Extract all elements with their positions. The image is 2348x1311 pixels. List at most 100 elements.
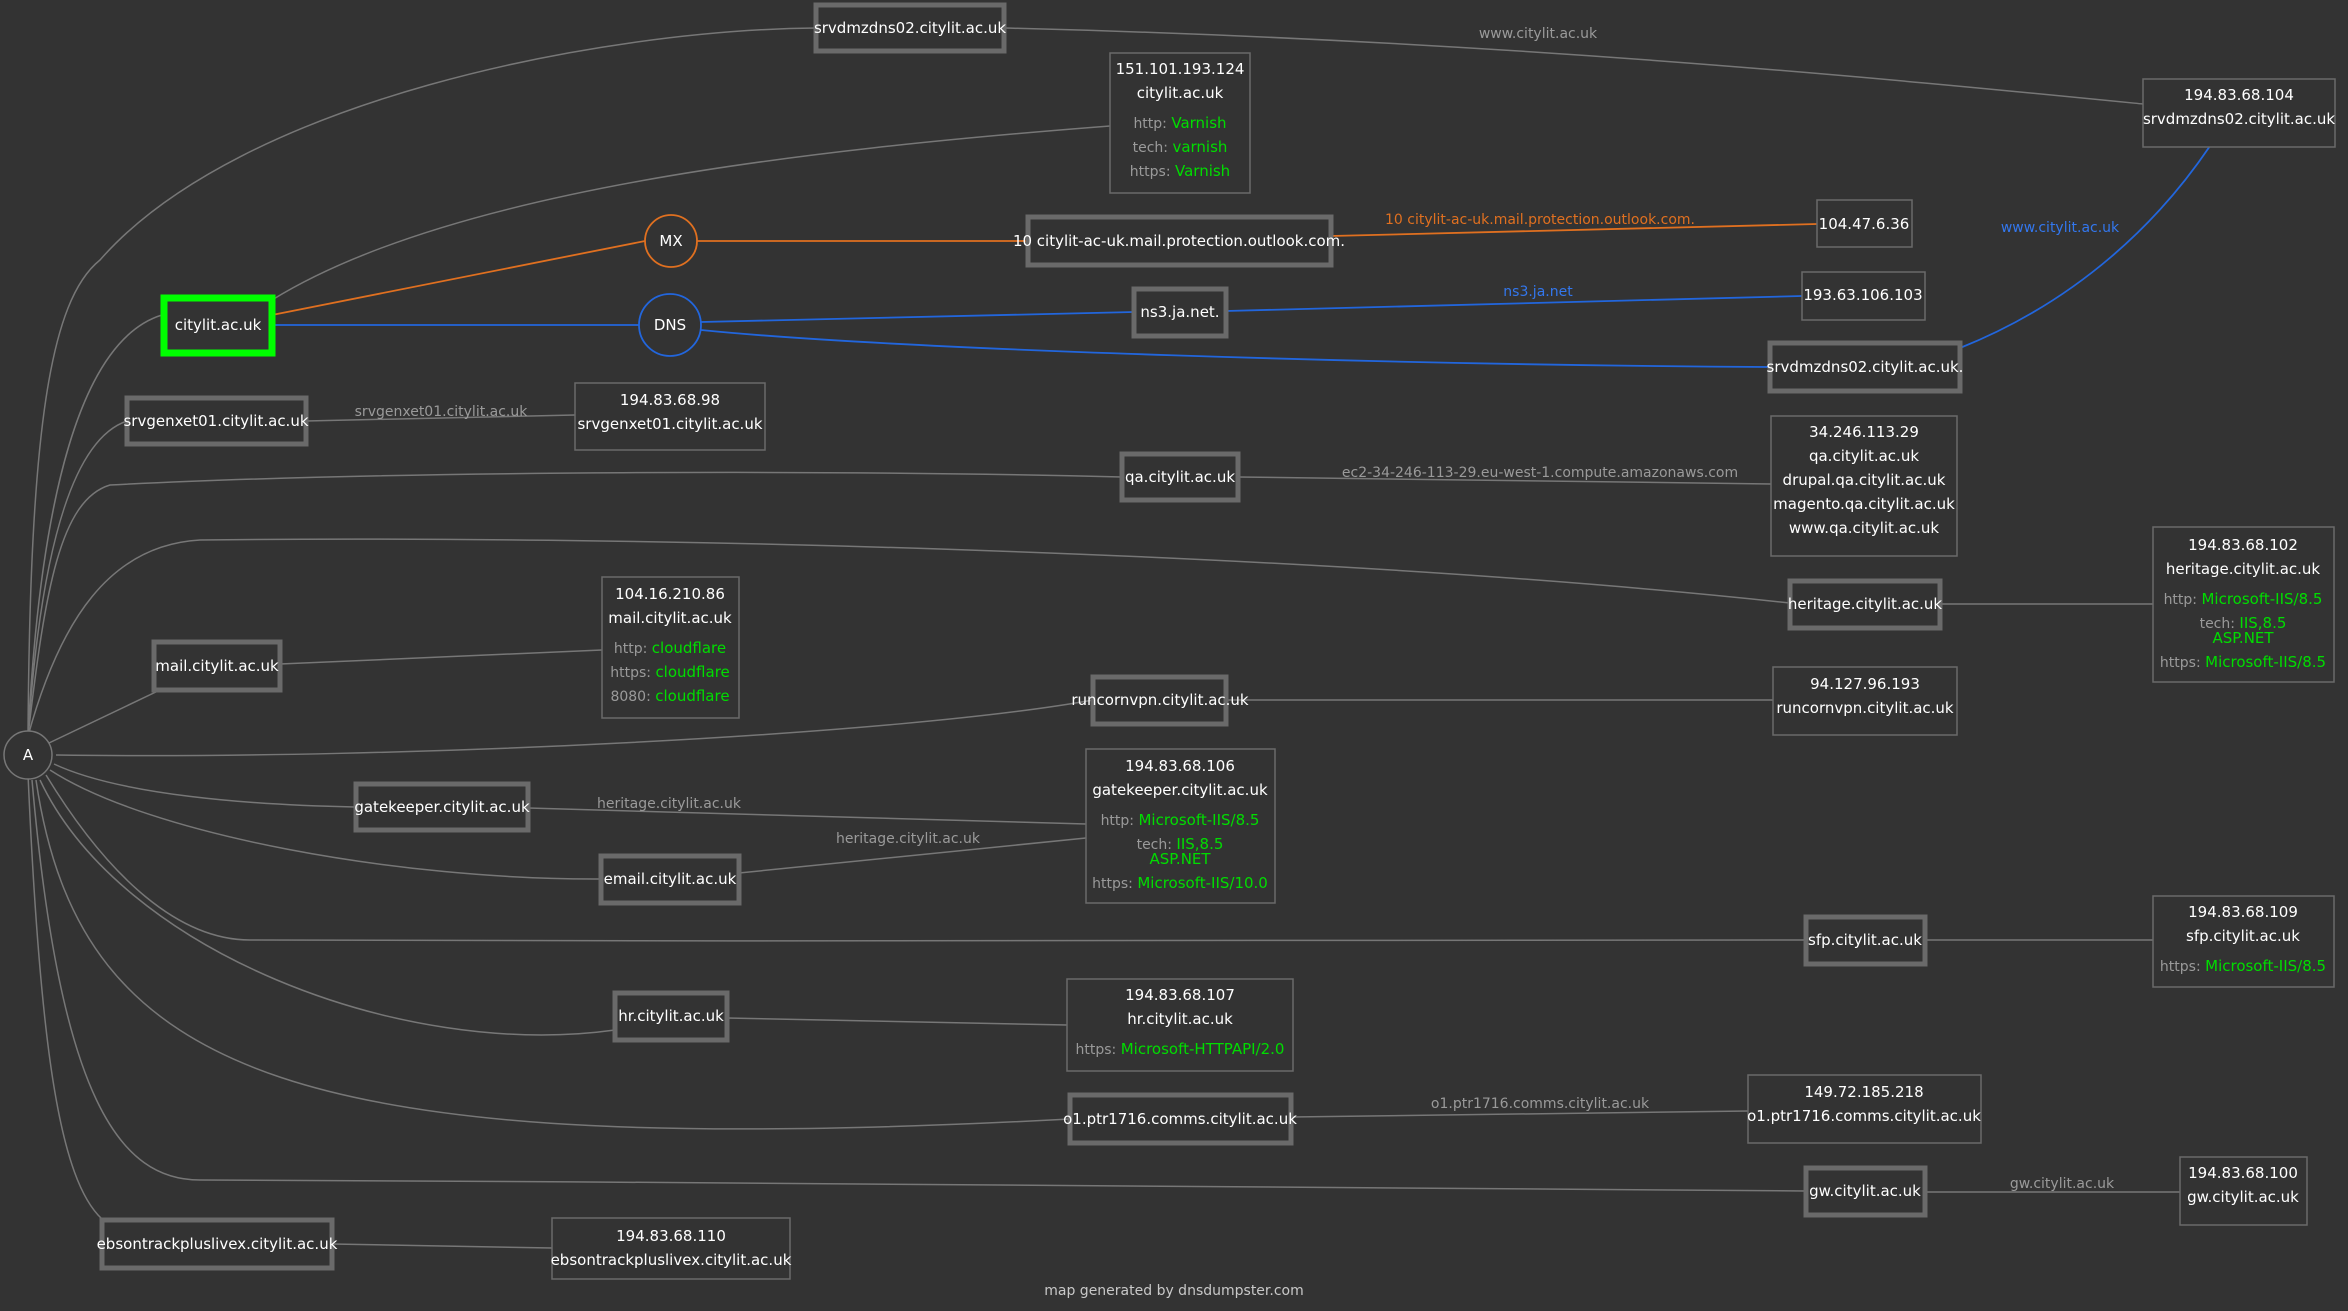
domain-label: citylit.ac.uk <box>175 316 262 334</box>
domain-box <box>160 294 276 357</box>
ip-106-line: 194.83.68.106 <box>1125 757 1235 775</box>
host-srvdmzdns02-box[interactable] <box>813 2 1007 54</box>
edge-label-qa: ec2-34-246-113-29.eu-west-1.compute.amaz… <box>1342 465 1738 481</box>
host-o1ptr-box[interactable] <box>1067 1092 1294 1146</box>
host-ns3-box[interactable] <box>1131 286 1229 339</box>
edge-root-domain <box>27 314 163 737</box>
ip94-box <box>1772 666 1958 736</box>
service-attr: 8080: cloudflare <box>610 687 729 705</box>
host-sfp-label: sfp.citylit.ac.uk <box>1808 931 1922 949</box>
ip-110-line: ebsontrackpluslivex.citylit.ac.uk <box>551 1251 792 1269</box>
service-attr: http: Microsoft-IIS/8.5 <box>2164 590 2323 608</box>
edge-label-o1: o1.ptr1716.comms.citylit.ac.uk <box>1431 1096 1650 1112</box>
ip-100-line: gw.citylit.ac.uk <box>2187 1188 2299 1206</box>
edge-root-gatekeeper <box>53 763 356 808</box>
edge-label-email-heritage: heritage.citylit.ac.uk <box>836 831 981 847</box>
root-node[interactable]: A <box>3 730 53 780</box>
host-email-box[interactable] <box>598 853 742 906</box>
ip110-box <box>551 1217 791 1280</box>
ip-151-line: 151.101.193.124 <box>1116 60 1245 78</box>
service-attr-extra: ASP.NET <box>2212 629 2274 647</box>
edge-srvdmz-ip104 <box>1003 27 2144 105</box>
edge-domain-ip151 <box>271 125 1111 301</box>
ip-106-line: gatekeeper.citylit.ac.uk <box>1092 781 1268 799</box>
root-circle <box>3 730 53 780</box>
service-attr: tech: varnish <box>1133 138 1228 156</box>
host-srvgenxet01-box[interactable] <box>124 395 309 447</box>
ip100-box <box>2179 1156 2308 1226</box>
host-hr-box[interactable] <box>612 990 730 1043</box>
ip-34-line: 34.246.113.29 <box>1809 423 1919 441</box>
host-ebsontrack-box[interactable] <box>99 1217 335 1271</box>
ip149-box <box>1747 1074 1982 1144</box>
edge-label-www-top: www.citylit.ac.uk <box>1479 26 1598 42</box>
service-attr-extra: ASP.NET <box>1149 850 1211 868</box>
host-srvdmzdns02-label: srvdmzdns02.citylit.ac.uk <box>814 19 1006 37</box>
edge-o1-ip149 <box>1290 1110 1749 1118</box>
ip-cf-line: 104.16.210.86 <box>615 585 725 603</box>
host-mx-record-box[interactable] <box>1025 214 1334 268</box>
service-attr: http: Microsoft-IIS/8.5 <box>1101 811 1260 829</box>
ip-94-line: runcornvpn.citylit.ac.uk <box>1776 699 1954 717</box>
ip107-box <box>1066 978 1294 1072</box>
ip-149-line: 149.72.185.218 <box>1804 1083 1923 1101</box>
host-runcornvpn-box[interactable] <box>1090 674 1229 727</box>
ip102-box <box>2152 526 2335 683</box>
host-qa-label: qa.citylit.ac.uk <box>1125 468 1235 486</box>
host-srvdmzdns02-dns-box[interactable] <box>1767 340 1963 394</box>
ip109-box <box>2152 895 2335 988</box>
service-attr: https: Microsoft-IIS/8.5 <box>2160 653 2326 671</box>
host-gw-box[interactable] <box>1803 1165 1928 1218</box>
ip-cf-line: mail.citylit.ac.uk <box>608 609 732 627</box>
edge-root-gw <box>31 779 1807 1192</box>
ip151-box <box>1109 52 1251 194</box>
edge-label-srvgenxet: srvgenxet01.citylit.ac.uk <box>355 404 529 420</box>
edge-dns-ns3 <box>700 311 1135 323</box>
edge-hr-ip107 <box>726 1017 1068 1026</box>
edge-label-mx: 10 citylit-ac-uk.mail.protection.outlook… <box>1385 212 1695 228</box>
edge-root-ebsontrack <box>27 773 103 1220</box>
root-label: A <box>23 746 34 764</box>
domain-node[interactable]: citylit.ac.uk <box>160 294 276 357</box>
ip193-box <box>1801 271 1926 321</box>
edge-mxrecord-ip <box>1330 223 1818 237</box>
ip-104_top-line: 194.83.68.104 <box>2184 86 2294 104</box>
host-srvdmzdns02-dns-label: srvdmzdns02.citylit.ac.uk. <box>1767 358 1964 376</box>
ip-102-line: heritage.citylit.ac.uk <box>2166 560 2321 578</box>
host-gatekeeper-label: gatekeeper.citylit.ac.uk <box>354 798 530 816</box>
edges <box>27 27 2180 1249</box>
ip106-box <box>1085 748 1276 904</box>
mx-node[interactable]: MX <box>644 214 698 268</box>
host-hr-label: hr.citylit.ac.uk <box>618 1007 724 1025</box>
host-mail-box[interactable] <box>151 639 283 693</box>
ip-34-line: qa.citylit.ac.uk <box>1809 447 1919 465</box>
host-mx-record-label: 10 citylit-ac-uk.mail.protection.outlook… <box>1013 232 1345 250</box>
ip-boxes <box>551 52 2336 1280</box>
service-attr: https: Microsoft-IIS/8.5 <box>2160 957 2326 975</box>
edge-root-heritage <box>27 538 1791 737</box>
service-attr: https: cloudflare <box>610 663 730 681</box>
ip-151-line: citylit.ac.uk <box>1137 84 1224 102</box>
dns-node[interactable]: DNS <box>638 293 702 357</box>
edge-srvgenxet-ip98 <box>305 414 576 422</box>
edge-srvdmz-ip104-dns <box>1959 145 2211 349</box>
host-qa-box[interactable] <box>1119 451 1241 503</box>
service-attr: https: Varnish <box>1130 162 1230 180</box>
host-gatekeeper-box[interactable] <box>353 781 531 833</box>
ip-104_47-line: 104.47.6.36 <box>1819 215 1910 233</box>
footer-credit: map generated by dnsdumpster.com <box>1044 1283 1304 1299</box>
edge-qa-ip34 <box>1237 476 1772 485</box>
ip-34-line: www.qa.citylit.ac.uk <box>1789 519 1940 537</box>
edge-gate-ip106 <box>527 807 1087 825</box>
service-attr: https: Microsoft-IIS/10.0 <box>1092 874 1268 892</box>
host-heritage-box[interactable] <box>1787 578 1943 631</box>
dns-label: DNS <box>654 316 686 334</box>
host-sfp-box[interactable] <box>1803 914 1928 967</box>
ip-109-line: sfp.citylit.ac.uk <box>2186 927 2300 945</box>
mx-label: MX <box>659 232 682 250</box>
service-attr: tech: IIS,8.5 <box>1137 835 1224 853</box>
edge-root-sfp <box>45 774 1807 942</box>
edge-label-www-dns: www.citylit.ac.uk <box>2001 220 2120 236</box>
